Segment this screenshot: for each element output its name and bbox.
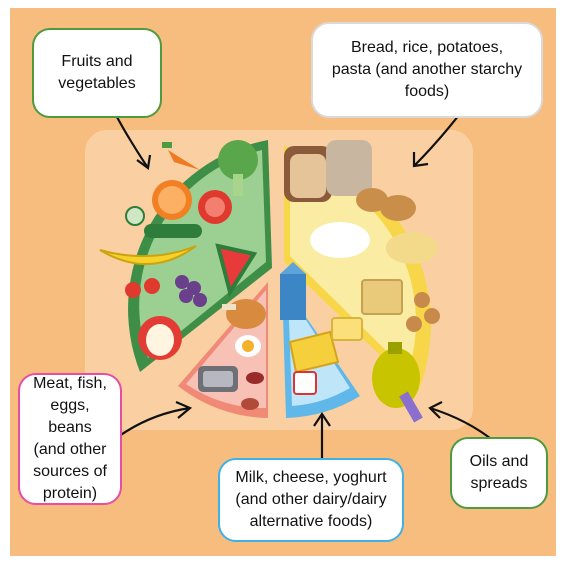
- label-dairy: Milk, cheese, yoghurt (and other dairy/d…: [218, 458, 404, 542]
- arrowhead-starchy: [412, 152, 429, 168]
- beans-icon: [241, 372, 264, 410]
- arrowhead-oils: [428, 401, 443, 419]
- orange-icon: [152, 180, 192, 220]
- cereal-icon: [406, 292, 440, 332]
- broccoli-icon: [218, 140, 258, 196]
- yoghurt-icon: [293, 371, 317, 395]
- tomato-icon: [198, 190, 232, 224]
- label-fruits-vegetables: Fruits and vegetables: [32, 28, 162, 118]
- label-fruits-vegetables-text: Fruits and vegetables: [58, 53, 136, 92]
- label-dairy-text: Milk, cheese, yoghurt (and other dairy/d…: [235, 469, 387, 530]
- watermelon-icon: [215, 243, 258, 297]
- grapes-icon: [175, 275, 207, 307]
- label-protein-text: Meat, fish, eggs, beans (and other sourc…: [33, 375, 107, 502]
- apple-icon: [138, 316, 182, 360]
- label-protein: Meat, fish, eggs, beans (and other sourc…: [18, 373, 122, 505]
- oil-bottle-icon: [372, 342, 423, 423]
- potato-icon: [356, 188, 416, 221]
- cracker-icon: [361, 279, 403, 315]
- fruit-veg-inner: [139, 150, 266, 358]
- arrow-protein: [117, 406, 191, 438]
- bread-icon: [284, 140, 372, 202]
- starchy-inner: [290, 162, 416, 372]
- strawberry-icon: [125, 278, 160, 298]
- carrot-icon: [162, 142, 200, 170]
- arrowhead-fruit: [136, 154, 152, 170]
- chicken-leg-icon: [222, 299, 266, 329]
- label-starchy-foods: Bread, rice, potatoes, pasta (and anothe…: [311, 22, 543, 118]
- sardine-tin-icon: [198, 366, 238, 392]
- label-starchy-foods-text: Bread, rice, potatoes, pasta (and anothe…: [331, 39, 523, 100]
- egg-icon: [235, 335, 261, 357]
- label-oils-spreads-text: Oils and spreads: [469, 453, 529, 492]
- cucumber-icon: [125, 206, 202, 238]
- pasta-icon: [386, 232, 438, 264]
- rice-icon: [310, 222, 370, 258]
- butter-icon: [331, 317, 363, 341]
- arrowhead-dairy: [313, 412, 331, 427]
- arrowhead-protein: [175, 400, 193, 419]
- banana-icon: [99, 245, 197, 266]
- milk-carton-icon: [280, 262, 306, 320]
- cheese-icon: [288, 330, 340, 374]
- label-oils-spreads: Oils and spreads: [450, 437, 548, 509]
